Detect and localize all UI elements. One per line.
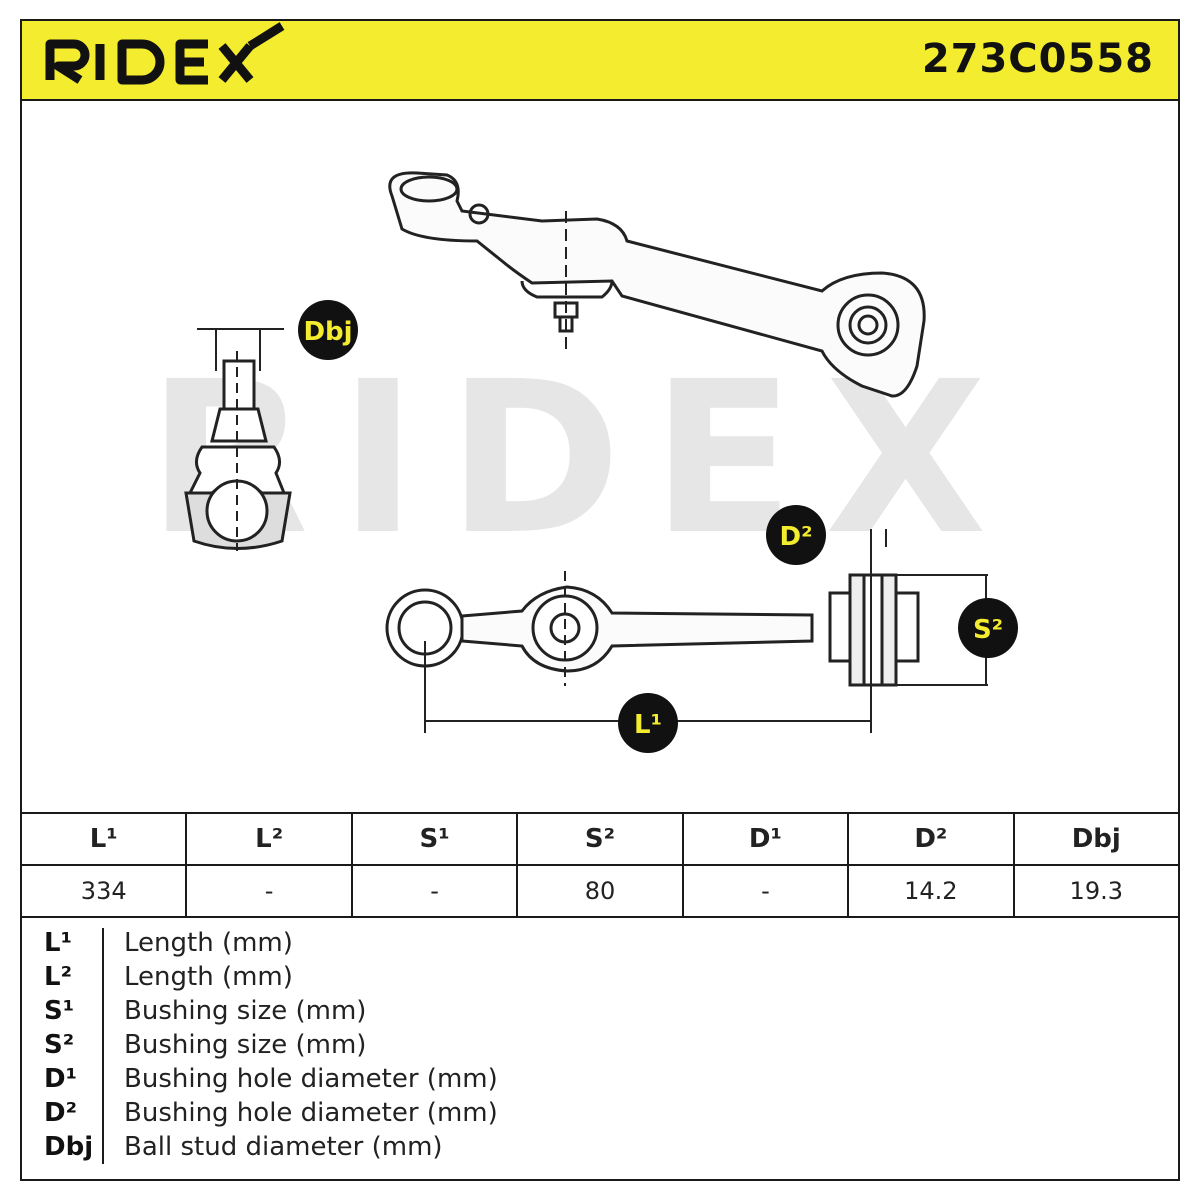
brand-logo <box>44 22 304 90</box>
spec-value-cell: 14.2 <box>847 864 1015 918</box>
spec-header-cell: D¹ <box>681 812 850 866</box>
s2-label: S² <box>973 615 1003 645</box>
legend-symbol: L² <box>44 962 72 992</box>
header-bar <box>20 19 1180 101</box>
legend-description: Length (mm) <box>124 962 293 992</box>
d2-callout: D² <box>766 505 826 565</box>
legend-symbol: Dbj <box>44 1132 94 1162</box>
legend-description: Bushing hole diameter (mm) <box>124 1064 498 1094</box>
spec-table: L¹ L² S¹ S² D¹ D² Dbj 334 - - 80 - 14.2 … <box>19 812 1181 918</box>
legend-description: Bushing hole diameter (mm) <box>124 1098 498 1128</box>
spec-header-cell: Dbj <box>1012 812 1181 866</box>
legend-description: Bushing size (mm) <box>124 996 367 1026</box>
d2-label: D² <box>780 522 813 552</box>
legend-symbol: S² <box>44 1030 75 1060</box>
spec-header-cell: S¹ <box>350 812 519 866</box>
spec-header-cell: L¹ <box>19 812 188 866</box>
control-arm-top-view <box>388 171 926 398</box>
part-number: 273C0558 <box>921 36 1154 82</box>
legend: L¹ Length (mm) L² Length (mm) S¹ Bushing… <box>20 912 1180 1181</box>
spec-value-cell: 80 <box>516 864 684 918</box>
spec-value-cell: - <box>681 864 850 918</box>
l1-label: L¹ <box>634 710 662 740</box>
spec-value-cell: - <box>350 864 519 918</box>
legend-description: Length (mm) <box>124 928 293 958</box>
spec-header-cell: D² <box>847 812 1015 866</box>
spec-value-cell: 334 <box>19 864 188 918</box>
l1-callout: L¹ <box>618 693 678 753</box>
legend-symbol: D¹ <box>44 1064 77 1094</box>
legend-symbol: S¹ <box>44 996 75 1026</box>
spec-header-cell: L² <box>185 812 353 866</box>
control-arm-side-view <box>385 529 988 733</box>
dbj-callout: Dbj <box>298 300 358 360</box>
legend-divider <box>102 928 104 1164</box>
spec-header-row: L¹ L² S¹ S² D¹ D² Dbj <box>19 812 1181 866</box>
spec-value-cell: - <box>185 864 353 918</box>
spec-value-row: 334 - - 80 - 14.2 19.3 <box>19 864 1181 918</box>
ball-joint-view <box>184 328 292 551</box>
legend-symbol: L¹ <box>44 928 72 958</box>
legend-description: Bushing size (mm) <box>124 1030 367 1060</box>
s2-callout: S² <box>958 598 1018 658</box>
spec-header-cell: S² <box>516 812 684 866</box>
dbj-label: Dbj <box>303 317 352 347</box>
legend-description: Ball stud diameter (mm) <box>124 1132 443 1162</box>
legend-symbol: D² <box>44 1098 77 1128</box>
spec-value-cell: 19.3 <box>1012 864 1181 918</box>
technical-drawing: RIDEX Dbj <box>22 101 1178 813</box>
